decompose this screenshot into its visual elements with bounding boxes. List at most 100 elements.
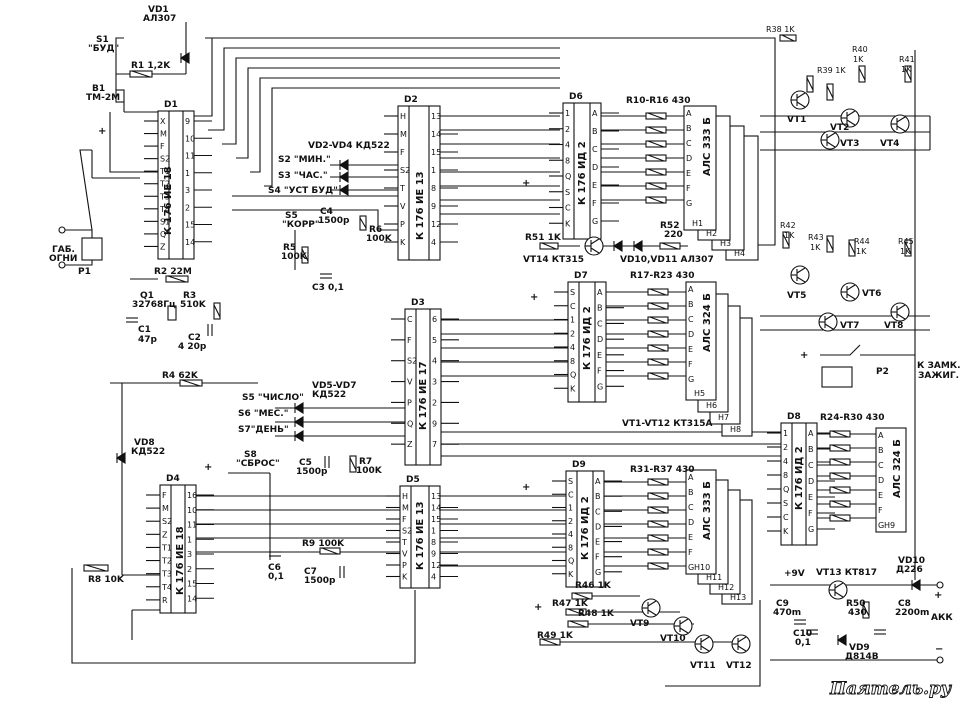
label-s5b: "КОРР" — [282, 220, 320, 230]
chip-d4 — [159, 484, 197, 614]
watermark: Паятель.ру — [829, 679, 952, 699]
label-r5b: 100K — [281, 252, 308, 262]
pin-label: T4 — [161, 583, 172, 592]
label-vd10b: VD10 — [898, 556, 925, 566]
chip-type: К 176 ИЕ 18 — [163, 166, 174, 235]
pin-label: B — [595, 492, 601, 501]
label-r8: R8 10K — [88, 575, 125, 585]
pin-label: 2 — [565, 125, 570, 134]
segment-label: G — [878, 521, 884, 530]
pin-label: G — [808, 525, 814, 534]
chip-d3 — [404, 308, 442, 466]
diode — [910, 579, 921, 591]
label-r45: R45 — [898, 237, 914, 246]
chip-id: D5 — [406, 475, 420, 485]
chip-type: К 176 ИЕ 13 — [415, 171, 426, 240]
segment-label: F — [878, 506, 883, 515]
pin-label: 15 — [431, 515, 441, 524]
diode — [293, 430, 304, 442]
segment-label: C — [878, 461, 884, 470]
label-r50b: 430 — [848, 608, 867, 618]
display-label: H7 — [718, 413, 729, 422]
label-s3: S3 "ЧАС." — [278, 171, 328, 181]
diode — [179, 52, 190, 64]
label-r44: R44 — [854, 237, 870, 246]
pin-label: C — [568, 490, 574, 499]
pin-label: F — [402, 515, 407, 524]
label-vt7: VT7 — [840, 321, 859, 331]
label-r3137: R31-R37 430 — [630, 465, 695, 475]
plus-symbol: + — [522, 178, 530, 189]
chip-type: К 176 ИД 2 — [577, 141, 588, 205]
label-vt14: VT14 КТ315 — [523, 255, 584, 265]
pin-label: 12 — [431, 220, 441, 229]
pin-label: B — [592, 127, 598, 136]
pin-label: 14 — [187, 594, 197, 603]
pin-label: 13 — [431, 112, 441, 121]
diode — [836, 634, 847, 646]
pin-label: 15 — [431, 148, 441, 157]
diode — [632, 240, 643, 252]
pin-label: F — [400, 148, 405, 157]
pin-label: Q — [568, 557, 574, 566]
label-s4: S4 "УСТ БУД" — [268, 186, 338, 196]
display-type: АЛС 324 Б — [892, 439, 903, 498]
plus-symbol: + — [934, 590, 942, 601]
segment-label: D — [688, 518, 694, 527]
label-vd1: VD1 — [148, 5, 169, 15]
pin-label: S — [565, 188, 570, 197]
diode — [612, 240, 623, 252]
chip-d8 — [780, 422, 818, 546]
pin-label: 13 — [431, 492, 441, 501]
display-label: H6 — [706, 401, 717, 410]
pin-label: 4 — [432, 357, 437, 366]
label-vt11: VT11 — [690, 661, 716, 671]
label-s2: S2 "МИН." — [278, 155, 331, 165]
pin-label: D — [808, 477, 814, 486]
pin-label: Q — [160, 230, 166, 239]
label-r3: R3 — [183, 291, 196, 301]
label-vd5b: КД522 — [312, 390, 346, 400]
pin-label: 1 — [185, 169, 190, 178]
pin-label: C — [565, 204, 571, 213]
chip-type: К 176 ИД 2 — [580, 496, 591, 560]
segment-label: G — [688, 375, 694, 384]
display-label: H1 — [692, 219, 703, 228]
segment-label: F — [688, 360, 693, 369]
pin-label: F — [592, 199, 597, 208]
display-label: H8 — [730, 425, 741, 434]
pin-label: F — [162, 491, 167, 500]
label-vd1011: VD10,VD11 АЛ307 — [620, 255, 714, 265]
pin-label: M — [400, 130, 407, 139]
label-s1: S1 — [96, 35, 109, 45]
pin-label: C — [808, 461, 814, 470]
segment-label: A — [688, 473, 694, 482]
label-p1: P1 — [78, 267, 91, 277]
pin-label: 9 — [185, 117, 190, 126]
plus-symbol: + — [530, 292, 538, 303]
label-r43b: 1K — [810, 243, 821, 252]
pin-label: 16 — [187, 491, 197, 500]
relay-p1 — [81, 237, 103, 261]
pin-label: G — [592, 217, 598, 226]
label-r51: R51 1K — [525, 233, 562, 243]
label-b1b: ТМ-2М — [86, 93, 120, 103]
segment-label: G — [688, 563, 694, 572]
label-r5: R5 — [283, 243, 296, 253]
pin-label: 14 — [185, 238, 195, 247]
pin-label: 8 — [431, 538, 436, 547]
label-s8: S8 — [244, 450, 257, 460]
pin-label: B — [597, 304, 603, 313]
pin-label: 2 — [187, 565, 192, 574]
display-label: H12 — [718, 583, 734, 592]
segment-label: D — [688, 330, 694, 339]
segment-label: A — [688, 285, 694, 294]
display-label: H13 — [730, 593, 746, 602]
pin-label: S2 — [400, 166, 410, 175]
label-s8b: "СБРОС" — [236, 459, 280, 469]
pin-label: D — [595, 522, 601, 531]
label-vd9b: Д814В — [845, 652, 879, 662]
pin-label: H — [400, 112, 406, 121]
pin-label: 3 — [432, 378, 437, 387]
pin-label: P — [407, 398, 412, 407]
